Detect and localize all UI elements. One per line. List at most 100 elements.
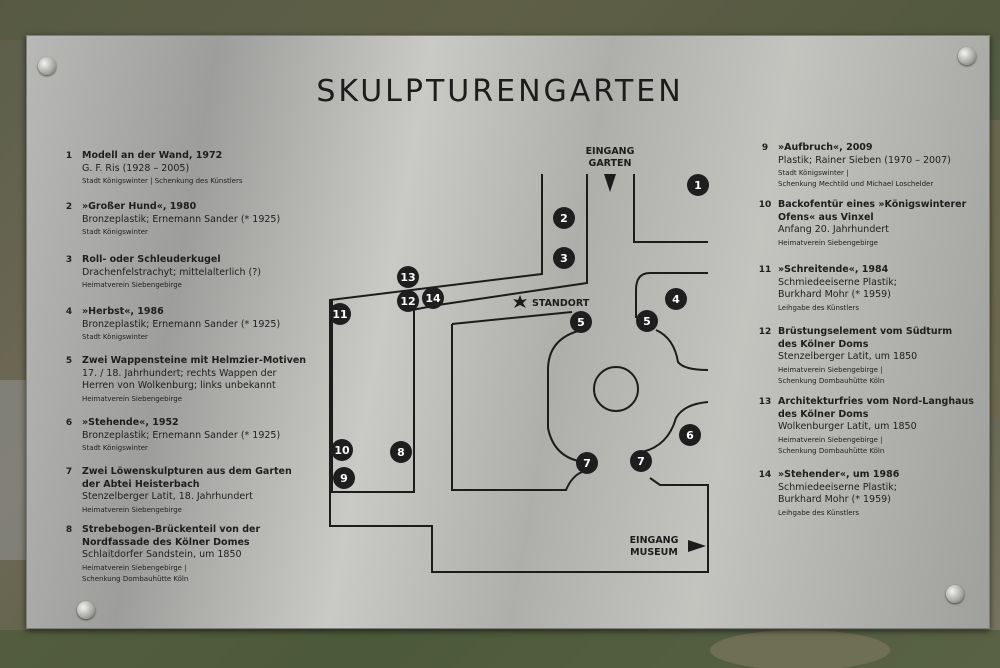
legend-entry-description: G. F. Ris (1928 – 2005) — [82, 162, 190, 174]
legend-entry-description: Schmiedeeiserne Plastik; — [778, 481, 897, 493]
sign-title: SKULPTURENGARTEN — [316, 74, 684, 109]
map-marker-number: 14 — [425, 292, 441, 305]
standort-star-icon — [513, 295, 527, 308]
legend-entry-description: Bronzeplastik; Ernemann Sander (* 1925) — [82, 429, 281, 441]
plaza-right-upper-arc — [655, 329, 709, 371]
map-paths — [329, 174, 709, 573]
arrow-down-icon — [604, 174, 616, 192]
legend-entry-title: »Herbst«, 1986 — [82, 306, 164, 317]
map-marker: 7 — [576, 452, 598, 474]
legend-entry-source: Schenkung Dombauhütte Köln — [778, 446, 885, 455]
map-marker-number: 5 — [643, 315, 651, 328]
map-marker: 3 — [553, 247, 575, 269]
standort-label: STANDORT — [532, 298, 590, 309]
legend-entry-title: Modell an der Wand, 1972 — [82, 150, 223, 161]
map-marker: 11 — [329, 303, 351, 325]
map-marker-circle — [333, 467, 355, 489]
outline-entrance-path — [411, 174, 588, 311]
legend-entry-source: Stadt Königswinter — [82, 333, 148, 341]
legend-entry-source: Leihgabe des Künstlers — [778, 303, 860, 312]
legend-entry-number: 13 — [758, 397, 772, 407]
map-marker: 12 — [397, 290, 419, 312]
legend-entry-number: 7 — [65, 467, 73, 477]
legend-entry-number: 5 — [65, 356, 73, 366]
legend-entry-source: Stadt Königswinter | Schenkung des Künst… — [82, 177, 243, 185]
legend-entry-description: Wolkenburger Latit, um 1850 — [778, 421, 917, 432]
map-marker-circle — [397, 266, 419, 288]
map-marker-number: 7 — [637, 455, 645, 468]
legend-entry-number: 9 — [761, 143, 769, 153]
map-marker-circle — [636, 310, 658, 332]
legend-entry-source: Leihgabe des Künstlers — [778, 508, 860, 517]
map-marker-number: 6 — [686, 429, 694, 442]
legend-entry-description: Stenzelberger Latit, um 1850 — [778, 351, 918, 362]
legend-entry-title-line2: Nordfassade des Kölner Domes — [82, 536, 250, 548]
legend-entry-source: Heimatverein Siebengebirge — [82, 281, 182, 289]
plaza-center-circle — [593, 366, 639, 412]
map-marker-number: 10 — [334, 444, 350, 457]
legend-entry-title: »Schreitende«, 1984 — [778, 264, 889, 275]
legend-entry-number: 12 — [758, 327, 772, 337]
legend-entry-description: Anfang 20. Jahrhundert — [778, 224, 889, 235]
entrance-garden-label-1: EINGANG — [586, 146, 635, 157]
map-marker: 4 — [665, 288, 687, 310]
outline-top-right — [633, 174, 708, 243]
map-marker: 5 — [570, 311, 592, 333]
map-marker: 13 — [397, 266, 419, 288]
map-marker: 8 — [390, 441, 412, 463]
screw-bottom-left — [77, 601, 95, 619]
map-marker-circle — [679, 424, 701, 446]
entrance-garden-label-2: GARTEN — [589, 158, 632, 169]
legend-entry-title: Zwei Wappensteine mit Helmzier-Motiven — [82, 355, 307, 366]
map-marker-number: 7 — [583, 457, 591, 470]
legend-entry-source: Heimatverein Siebengebirge | — [778, 365, 883, 374]
legend-entry-source: Schenkung Mechtild und Michael Loschelde… — [778, 180, 934, 188]
legend-entry-description: Bronzeplastik; Ernemann Sander (* 1925) — [82, 213, 281, 225]
legend-entry-title: Zwei Löwenskulpturen aus dem Garten — [82, 466, 292, 477]
legend-entry-title-line2: Ofens« aus Vinxel — [778, 211, 874, 223]
legend-entry-title: Architekturfries vom Nord-Langhaus — [778, 396, 974, 407]
legend-entry-source: Heimatverein Siebengebirge — [778, 238, 878, 247]
legend-entry-description: Plastik; Rainer Sieben (1970 – 2007) — [778, 154, 951, 166]
legend-entry-source: Heimatverein Siebengebirge — [82, 394, 182, 403]
legend-entry-number: 2 — [65, 202, 73, 212]
legend-entry-title: Backofentür eines »Königswinterer — [778, 199, 967, 210]
legend-entry-source: Schenkung Dombauhütte Köln — [82, 574, 189, 583]
outline-left-block — [331, 300, 415, 493]
legend-entry-description: Drachenfelstrachyt; mittelalterlich (?) — [82, 266, 261, 278]
legend-entry-title-line2: der Abtei Heisterbach — [82, 478, 200, 490]
legend-entry-description: Burkhard Mohr (* 1959) — [778, 494, 891, 505]
arrow-right-icon — [688, 540, 706, 552]
outline-middle-block — [451, 324, 583, 491]
map-marker-circle — [331, 439, 353, 461]
map-marker-circle — [390, 441, 412, 463]
map-marker: 6 — [679, 424, 701, 446]
map-marker-circle — [576, 452, 598, 474]
map-marker-number: 1 — [694, 179, 702, 192]
legend-entry-source: Stadt Königswinter — [82, 228, 148, 236]
entrance-museum-label-2: MUSEUM — [630, 547, 678, 558]
entrance-museum-label-1: EINGANG — [630, 535, 679, 546]
legend-entry-title: Roll- oder Schleuderkugel — [82, 254, 221, 265]
map-marker-circle — [553, 207, 575, 229]
legend-entry-number: 10 — [758, 200, 772, 210]
legend-entry-title-line2: des Kölner Doms — [778, 408, 869, 420]
map-marker-number: 2 — [560, 212, 568, 225]
map-marker-number: 13 — [400, 271, 415, 284]
legend-entry-description: Schmiedeeiserne Plastik; — [778, 276, 897, 288]
legend-entry-number: 1 — [65, 151, 73, 161]
map-marker-circle — [570, 311, 592, 333]
legend-entry-source: Stadt Königswinter | — [778, 169, 849, 177]
map-marker-circle — [397, 290, 419, 312]
legend-entry-title-line2: des Kölner Doms — [778, 338, 869, 350]
